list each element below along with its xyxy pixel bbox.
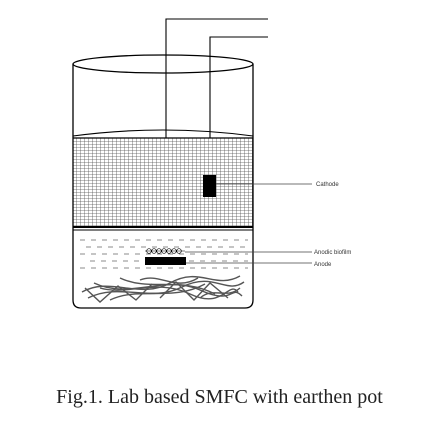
anode xyxy=(145,257,186,265)
leader-lines xyxy=(185,183,312,264)
anodic-biofilm xyxy=(145,248,185,254)
figure-caption: Fig.1. Lab based SMFC with earthen pot xyxy=(56,386,383,408)
beaker xyxy=(72,54,254,309)
water-layer xyxy=(73,137,253,227)
anode-label: Anode xyxy=(314,262,332,268)
smfc-diagram: Cathode Anodic biofilm Anode xyxy=(72,18,351,309)
anodic-biofilm-label: Anodic biofilm xyxy=(314,250,351,256)
sediment-layer xyxy=(73,226,253,308)
cathode-label: Cathode xyxy=(316,182,339,188)
organic-matter xyxy=(81,275,245,303)
water-surface xyxy=(72,129,254,137)
cathode xyxy=(203,175,216,197)
